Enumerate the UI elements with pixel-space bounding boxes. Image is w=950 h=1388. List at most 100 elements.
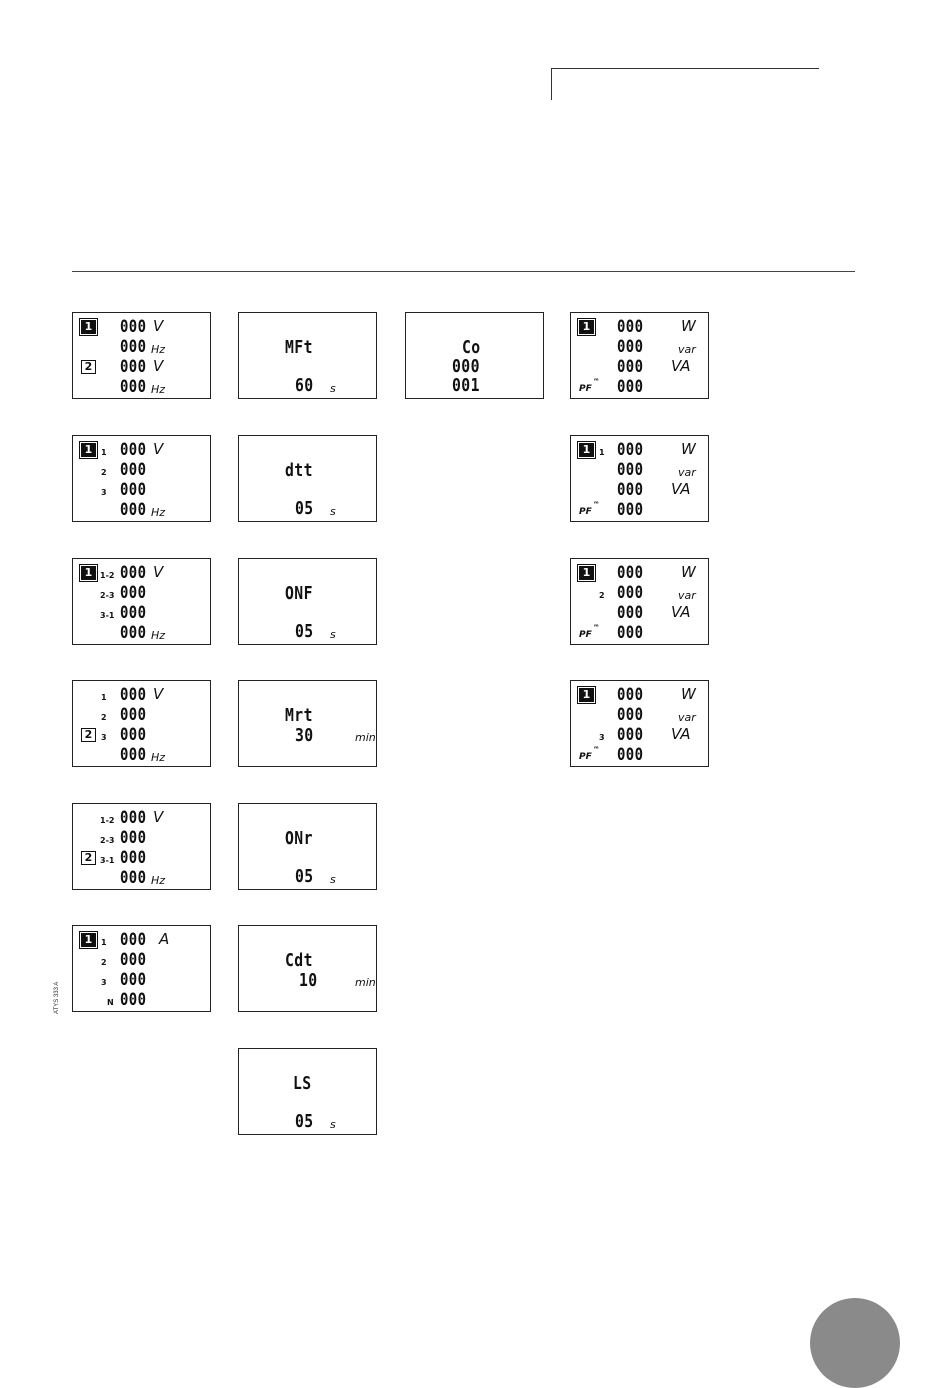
line-2-3-voltage: 000 xyxy=(120,828,147,848)
timer-unit: s xyxy=(330,873,336,886)
neutral-current: 000 xyxy=(120,990,147,1010)
line-label: 3-1 xyxy=(100,611,115,620)
line-label: 1-2 xyxy=(100,571,115,580)
page-number-badge xyxy=(810,1298,900,1388)
timer-value: 05 xyxy=(295,498,314,519)
apparent-power-value: 000 xyxy=(617,480,644,500)
frequency-value: 000 xyxy=(120,500,147,520)
active-power-value: 000 xyxy=(617,317,644,337)
lcd-phase-voltage-source-1: 1 1 000 V 2 000 3 000 000 Hz xyxy=(72,435,211,522)
timer-name: Cdt xyxy=(285,950,313,971)
line-1-2-voltage: 000 xyxy=(120,808,147,828)
timer-name: MFt xyxy=(285,337,313,358)
source-1-indicator: 1 xyxy=(577,318,596,336)
phase-label: 2 xyxy=(101,713,107,722)
power-factor-label: PF xyxy=(579,630,592,640)
lcd-timer-ls: LS 05 s xyxy=(238,1048,377,1135)
timer-value: 10 xyxy=(299,970,318,991)
current-unit: A xyxy=(159,930,170,948)
phase-1-voltage: 000 xyxy=(120,685,147,705)
lcd-timer-dtt: dtt 05 s xyxy=(238,435,377,522)
lcd-phase-voltage-source-2: 1 000 V 2 000 2 3 000 000 Hz xyxy=(72,680,211,767)
phase-label: 1 xyxy=(599,448,605,457)
timer-name: Mrt xyxy=(285,705,313,726)
lcd-power-phase-2: 1 2 000 W 000 var 000 VA PF ᵐ 000 xyxy=(570,558,709,645)
phase-label: 1 xyxy=(101,938,107,947)
timer-name: ONF xyxy=(285,583,313,604)
lcd-phase-currents: 1 1 000 A 2 000 3 000 N 000 xyxy=(72,925,211,1012)
phase-label: 2 xyxy=(101,958,107,967)
phase-label: 3 xyxy=(101,488,107,497)
lcd-timer-onr: ONr 05 s xyxy=(238,803,377,890)
source-1-voltage: 000 xyxy=(120,317,147,337)
lcd-timer-onf: ONF 05 s xyxy=(238,558,377,645)
apparent-power-value: 000 xyxy=(617,603,644,623)
apparent-power-unit: VA xyxy=(671,725,691,743)
line-3-1-voltage: 000 xyxy=(120,603,147,623)
line-1-2-voltage: 000 xyxy=(120,563,147,583)
timer-value: 30 xyxy=(295,725,314,746)
phase-3-current: 000 xyxy=(120,970,147,990)
line-3-1-voltage: 000 xyxy=(120,848,147,868)
pf-indicator-icon: ᵐ xyxy=(594,500,599,508)
figure-reference-code: ATYS 333 A xyxy=(54,981,60,1014)
line-label: 3-1 xyxy=(100,856,115,865)
frequency-unit: Hz xyxy=(151,506,166,519)
header-corner-mark xyxy=(551,68,552,100)
frequency-unit: Hz xyxy=(151,343,166,356)
lcd-power-total: 1 000 W 000 var 000 VA PF ᵐ 000 xyxy=(570,312,709,399)
active-power-unit: W xyxy=(681,685,696,703)
lcd-timer-cdt: Cdt 10 min xyxy=(238,925,377,1012)
counter-1-value: 000 xyxy=(452,356,480,377)
phase-label: 1 xyxy=(101,693,107,702)
apparent-power-unit: VA xyxy=(671,357,691,375)
lcd-voltage-both-sources: 1 000 V 000 Hz 2 000 V 000 Hz xyxy=(72,312,211,399)
lcd-timer-mft: MFt 60 s xyxy=(238,312,377,399)
power-factor-value: 000 xyxy=(617,377,644,397)
active-power-unit: W xyxy=(681,563,696,581)
source-1-indicator: 1 xyxy=(577,686,596,704)
phase-3-voltage: 000 xyxy=(120,480,147,500)
timer-name: dtt xyxy=(285,460,313,481)
reactive-power-unit: var xyxy=(678,589,696,602)
lcd-line-voltage-source-1: 1 1-2 000 V 2-3 000 3-1 000 000 Hz xyxy=(72,558,211,645)
apparent-power-unit: VA xyxy=(671,480,691,498)
source-1-indicator: 1 xyxy=(577,564,596,582)
source-2-voltage: 000 xyxy=(120,357,147,377)
frequency-unit: Hz xyxy=(151,874,166,887)
power-factor-value: 000 xyxy=(617,745,644,765)
active-power-value: 000 xyxy=(617,440,644,460)
phase-1-voltage: 000 xyxy=(120,440,147,460)
active-power-value: 000 xyxy=(617,563,644,583)
power-factor-label: PF xyxy=(579,507,592,517)
source-2-frequency: 000 xyxy=(120,377,147,397)
timer-value: 05 xyxy=(295,621,314,642)
neutral-label: N xyxy=(107,998,114,1007)
frequency-value: 000 xyxy=(120,623,147,643)
phase-label: 3 xyxy=(101,978,107,987)
pf-indicator-icon: ᵐ xyxy=(594,377,599,385)
source-2-indicator: 2 xyxy=(81,360,96,374)
pf-indicator-icon: ᵐ xyxy=(594,745,599,753)
power-factor-label: PF xyxy=(579,384,592,394)
reactive-power-value: 000 xyxy=(617,583,644,603)
timer-unit: s xyxy=(330,628,336,641)
phase-label: 2 xyxy=(599,591,605,600)
line-label: 2-3 xyxy=(100,836,115,845)
voltage-unit: V xyxy=(153,440,164,458)
line-2-3-voltage: 000 xyxy=(120,583,147,603)
lcd-operation-counters: Co 000 001 xyxy=(405,312,544,399)
source-1-indicator: 1 xyxy=(79,441,98,459)
active-power-unit: W xyxy=(681,317,696,335)
source-1-indicator: 1 xyxy=(79,564,98,582)
phase-label: 1 xyxy=(101,448,107,457)
phase-2-voltage: 000 xyxy=(120,460,147,480)
timer-value: 05 xyxy=(295,866,314,887)
reactive-power-value: 000 xyxy=(617,705,644,725)
source-2-indicator: 2 xyxy=(81,851,96,865)
phase-label: 3 xyxy=(101,733,107,742)
line-label: 2-3 xyxy=(100,591,115,600)
timer-name: ONr xyxy=(285,828,313,849)
reactive-power-value: 000 xyxy=(617,460,644,480)
timer-name: LS xyxy=(293,1073,312,1094)
